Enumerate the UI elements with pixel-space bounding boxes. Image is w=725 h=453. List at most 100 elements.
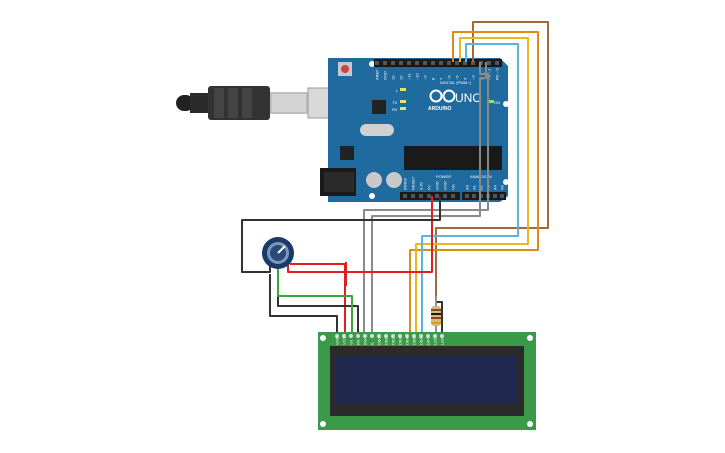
analog-pin-label: A4 <box>493 184 498 190</box>
power-pin-hole[interactable] <box>427 194 431 198</box>
power-pin-label: IOREF <box>403 177 408 190</box>
digital-pin-hole[interactable] <box>447 61 451 65</box>
lcd-pin[interactable] <box>440 334 444 338</box>
power-pin-hole[interactable] <box>451 194 455 198</box>
arduino-uno-board[interactable]: UNO ARDUINO DIGITAL (PWM~) POWER ANALOG … <box>320 58 509 202</box>
lcd-pin-label: DB5 <box>412 336 417 345</box>
wire-gray-2[interactable] <box>371 62 487 334</box>
power-pin-label: 3.3V <box>419 181 424 190</box>
board-model-label: UNO <box>455 91 482 105</box>
power-pin-label: RESET <box>411 176 416 190</box>
wire-green[interactable] <box>277 268 353 334</box>
wire-orange[interactable] <box>409 31 539 334</box>
power-pin-hole[interactable] <box>443 194 447 198</box>
lcd-pin[interactable] <box>398 334 402 338</box>
lcd-pin-label: V0 <box>349 339 354 345</box>
analog-pin-hole[interactable] <box>500 194 504 198</box>
lcd-pin-label: LED <box>433 337 438 345</box>
power-header-label: POWER <box>436 174 451 179</box>
digital-pin-hole[interactable] <box>439 61 443 65</box>
lcd-pin[interactable] <box>419 334 423 338</box>
digital-pin-hole[interactable] <box>375 61 379 65</box>
digital-pin-hole[interactable] <box>463 61 467 65</box>
digital-pin-label: 13 <box>391 75 396 80</box>
digital-pin-hole[interactable] <box>407 61 411 65</box>
lcd-pin[interactable] <box>391 334 395 338</box>
wire-black-lcd[interactable] <box>269 274 338 334</box>
lcd-pin[interactable] <box>342 334 346 338</box>
wire-blue[interactable] <box>421 43 519 334</box>
power-pin-hole[interactable] <box>419 194 423 198</box>
analog-pin-hole[interactable] <box>493 194 497 198</box>
digital-header[interactable] <box>374 59 502 67</box>
analog-pin-label: A1 <box>472 184 477 190</box>
lcd-pin[interactable] <box>370 334 374 338</box>
analog-pin-label: A0 <box>465 184 470 190</box>
usb-cable[interactable] <box>176 86 343 120</box>
wire-brown[interactable] <box>435 21 549 334</box>
lcd-pin-label: DB1 <box>384 336 389 345</box>
resistor[interactable] <box>431 296 441 334</box>
led-rx-label: RX <box>392 107 398 112</box>
lcd-pin[interactable] <box>405 334 409 338</box>
wire-gray-1[interactable] <box>363 62 489 334</box>
arduino-logo-icon <box>429 89 456 103</box>
digital-pin-hole[interactable] <box>455 61 459 65</box>
lcd-pin[interactable] <box>426 334 430 338</box>
analog-pin-hole[interactable] <box>465 194 469 198</box>
lcd-pin[interactable] <box>363 334 367 338</box>
lcd-pin[interactable] <box>412 334 416 338</box>
lcd-pin[interactable] <box>377 334 381 338</box>
digital-pin-hole[interactable] <box>471 61 475 65</box>
digital-pin-label: RX←0 <box>495 67 500 80</box>
digital-pin-hole[interactable] <box>431 61 435 65</box>
digital-pin-hole[interactable] <box>383 61 387 65</box>
lcd-pin-label: E <box>370 342 375 345</box>
lcd-pin[interactable] <box>384 334 388 338</box>
digital-pin-hole[interactable] <box>487 61 491 65</box>
wire-black-rw[interactable] <box>277 290 359 334</box>
lcd-pin-label: LED <box>440 337 445 345</box>
digital-pin-label: TX→1 <box>487 68 492 80</box>
digital-pin-hole[interactable] <box>495 61 499 65</box>
digital-pin-label: ~11 <box>407 73 412 80</box>
lcd-pin[interactable] <box>335 334 339 338</box>
lcd-pin-label: DB0 <box>377 336 382 345</box>
power-pin-label: 5V <box>427 185 432 190</box>
led-l-label: L <box>396 88 399 93</box>
lcd-pin[interactable] <box>349 334 353 338</box>
analog-pin-hole[interactable] <box>472 194 476 198</box>
power-pin-label: Vin <box>451 184 456 190</box>
wire-black-resistor[interactable] <box>436 301 443 334</box>
digital-pin-hole[interactable] <box>423 61 427 65</box>
wire-yellow[interactable] <box>415 37 529 334</box>
digital-header-label: DIGITAL (PWM~) <box>440 80 472 85</box>
led-on-label: ON <box>494 100 500 105</box>
digital-pin-label: ~3 <box>471 75 476 80</box>
digital-pin-label: 7 <box>439 77 444 80</box>
lcd-pin-label: RS <box>356 339 361 345</box>
power-pin-hole[interactable] <box>411 194 415 198</box>
power-pin-hole[interactable] <box>403 194 407 198</box>
lcd-pin[interactable] <box>356 334 360 338</box>
digital-pin-hole[interactable] <box>391 61 395 65</box>
analog-header[interactable] <box>462 192 506 200</box>
lcd-pin[interactable] <box>433 334 437 338</box>
digital-pin-hole[interactable] <box>399 61 403 65</box>
digital-pin-hole[interactable] <box>415 61 419 65</box>
reset-button[interactable] <box>341 65 349 73</box>
power-pin-hole[interactable] <box>435 194 439 198</box>
digital-pin-label: GND <box>383 71 388 80</box>
digital-pin-label: ~6 <box>447 75 452 80</box>
potentiometer[interactable] <box>262 237 294 269</box>
lcd-pin-row[interactable] <box>335 334 444 338</box>
power-pin-label: GND <box>443 181 448 190</box>
lcd-pin-label: DB7 <box>426 336 431 345</box>
digital-pin-label: ~10 <box>415 72 420 80</box>
wire-black-gnd[interactable] <box>241 196 441 273</box>
